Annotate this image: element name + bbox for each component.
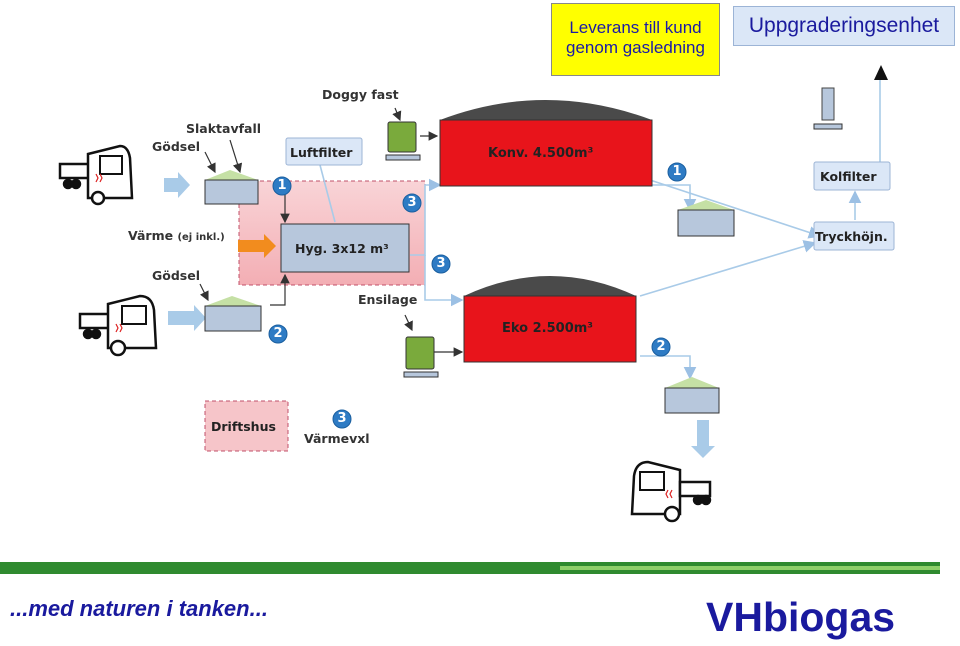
flow-line-konv-tryck	[649, 179, 822, 239]
heat-arrow-icon	[238, 234, 276, 258]
eko-tank-label: Eko 2.500m³	[502, 321, 593, 336]
godsel-top-label: Gödsel	[152, 139, 200, 154]
upgrade-output-arrow	[874, 65, 888, 80]
arrow-icon	[168, 305, 206, 331]
ensilage-label: Ensilage	[358, 292, 418, 307]
konv-tank-label: Konv. 4.500m³	[488, 146, 594, 161]
tryckhojn-label: Tryckhöjn.	[815, 229, 888, 244]
cylinder-base	[813, 123, 843, 130]
number-badge-icon	[402, 193, 422, 213]
driftshus-box	[204, 400, 289, 452]
varmevxl-label: Värmevxl	[304, 431, 370, 446]
hyg-label: Hyg. 3x12 m³	[295, 241, 389, 256]
truck-icon	[78, 294, 158, 357]
gas-cylinder	[821, 87, 835, 121]
number-badge-icon	[431, 254, 451, 274]
number-badge-icon	[332, 409, 352, 429]
delivery-line-1: Leverans till kund	[569, 18, 702, 37]
upgrade-unit-callout: Uppgraderingsenhet	[733, 6, 955, 46]
pre-tank-godsel-bottom	[204, 296, 262, 332]
arrow-icon	[691, 420, 715, 458]
truck-icon	[58, 144, 134, 206]
tryckhojn-box	[813, 221, 895, 251]
digester-tank-eko	[463, 276, 637, 363]
driftshus-label: Driftshus	[211, 419, 276, 434]
brand-logo: VHbiogas	[706, 594, 896, 640]
ej-inkl-label: (ej inkl.)	[177, 232, 225, 243]
arrow-icon	[164, 172, 190, 198]
doggy-fast-label: Doggy fast	[322, 87, 399, 102]
number-badge-icon	[268, 324, 288, 344]
digestate-tank-eko	[664, 377, 720, 414]
digester-tank-konv	[439, 100, 653, 187]
flow-line-luft	[319, 164, 336, 223]
badge-3-legend: 3	[337, 411, 347, 426]
varme-label: Värme (ej inkl.)	[128, 228, 225, 243]
flow-line-eko-dig	[640, 355, 697, 380]
luftfilter-box	[285, 137, 363, 166]
badge-3-ensilage: 3	[436, 256, 446, 271]
luftfilter-label: Luftfilter	[290, 145, 353, 160]
slaktavfall-label: Slaktavfall	[186, 121, 262, 136]
pre-tank-godsel-top	[204, 170, 259, 205]
slogan: ...med naturen i tanken...	[10, 596, 268, 621]
pump-icon	[403, 336, 439, 378]
badge-3-hyg: 3	[407, 195, 417, 210]
number-badge-icon	[651, 337, 671, 357]
badge-2-godsel: 2	[273, 326, 283, 341]
godsel-bottom-label: Gödsel	[152, 268, 200, 283]
kolfilter-label: Kolfilter	[820, 169, 877, 184]
pump-icon	[385, 121, 421, 161]
flow-line-konv-dig	[650, 184, 697, 212]
footer-band	[0, 562, 940, 574]
number-badge-icon	[667, 162, 687, 182]
delivery-callout: Leverans till kund genom gasledning	[551, 3, 720, 76]
number-badge-icon	[272, 176, 292, 196]
flow-line-hyg-eko	[424, 255, 464, 307]
process-diagram	[0, 65, 940, 574]
badge-1-konv: 1	[672, 164, 682, 179]
badge-1-hyg: 1	[277, 178, 287, 193]
digestate-tank-konv	[677, 200, 735, 237]
badge-2-eko: 2	[656, 339, 666, 354]
flow-line-hyg-konv	[410, 178, 442, 256]
kolfilter-box	[813, 161, 891, 191]
flow-line-eko-tryck	[639, 240, 817, 297]
truck-icon	[630, 460, 712, 523]
delivery-line-2: genom gasledning	[566, 38, 705, 57]
hyg-box	[280, 223, 410, 273]
